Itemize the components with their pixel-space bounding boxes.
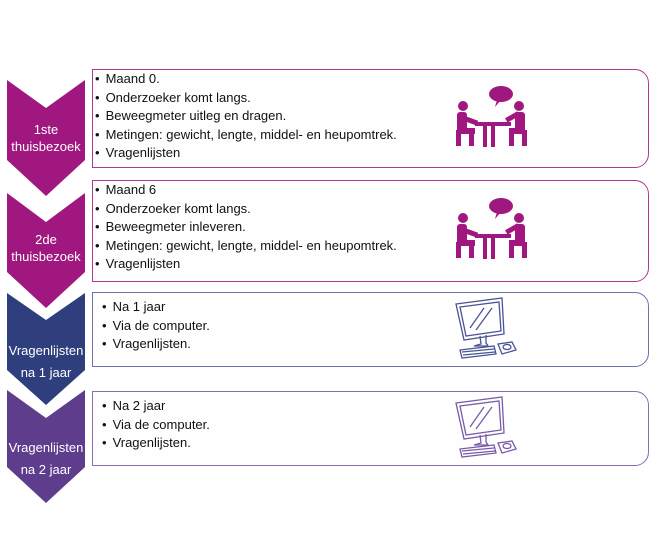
stage-3-box: Na 1 jaar Via de computer. Vragenlijsten…	[92, 292, 649, 367]
stage-3-label-line2: na 1 jaar	[20, 365, 72, 380]
list-item: Beweegmeter inleveren.	[95, 218, 397, 237]
stage-1-box: Maand 0. Onderzoeker komt langs. Beweegm…	[92, 69, 649, 168]
stage-1-label-line1: 1ste	[33, 122, 59, 137]
stage-1-list: Maand 0. Onderzoeker komt langs. Beweegm…	[95, 70, 397, 163]
chevron-stage-1	[7, 80, 85, 196]
stage-4-list: Na 2 jaar Via de computer. Vragenlijsten…	[102, 397, 210, 453]
chevron-stage-4	[7, 390, 85, 503]
computer-icon	[455, 396, 517, 458]
stage-4-label: Vragenlijsten na 2 jaar	[1, 437, 91, 481]
computer-icon	[455, 297, 517, 359]
list-item: Na 2 jaar	[102, 397, 210, 416]
list-item: Na 1 jaar	[102, 298, 210, 317]
stage-4-label-line2: na 2 jaar	[20, 462, 72, 477]
list-item: Vragenlijsten.	[102, 335, 210, 354]
meeting-icon	[456, 86, 527, 147]
list-item: Maand 0.	[95, 70, 397, 89]
stage-2-list: Maand 6 Onderzoeker komt langs. Beweegme…	[95, 181, 397, 274]
stage-2-box: Maand 6 Onderzoeker komt langs. Beweegme…	[92, 180, 649, 282]
meeting-icon	[456, 198, 527, 259]
stage-1-label-line2: thuisbezoek	[11, 139, 81, 154]
list-item: Onderzoeker komt langs.	[95, 200, 397, 219]
stage-2-label: 2de thuisbezoek	[1, 231, 91, 265]
stage-3-label-line1: Vragenlijsten	[8, 343, 84, 358]
stage-2-label-line1: 2de	[35, 232, 57, 247]
list-item: Vragenlijsten	[95, 255, 397, 274]
stage-3-list: Na 1 jaar Via de computer. Vragenlijsten…	[102, 298, 210, 354]
stage-2-label-line2: thuisbezoek	[11, 249, 81, 264]
list-item: Maand 6	[95, 181, 397, 200]
list-item: Onderzoeker komt langs.	[95, 89, 397, 108]
list-item: Via de computer.	[102, 317, 210, 336]
stage-3-label: Vragenlijsten na 1 jaar	[1, 340, 91, 384]
chevron-stage-2	[7, 193, 85, 308]
chevron-stage-3	[7, 293, 85, 405]
stage-4-box: Na 2 jaar Via de computer. Vragenlijsten…	[92, 391, 649, 466]
list-item: Metingen: gewicht, lengte, middel- en he…	[95, 237, 397, 256]
list-item: Beweegmeter uitleg en dragen.	[95, 107, 397, 126]
list-item: Vragenlijsten.	[102, 434, 210, 453]
list-item: Metingen: gewicht, lengte, middel- en he…	[95, 126, 397, 145]
stage-1-label: 1ste thuisbezoek	[1, 121, 91, 155]
list-item: Vragenlijsten	[95, 144, 397, 163]
stage-4-label-line1: Vragenlijsten	[8, 440, 84, 455]
list-item: Via de computer.	[102, 416, 210, 435]
